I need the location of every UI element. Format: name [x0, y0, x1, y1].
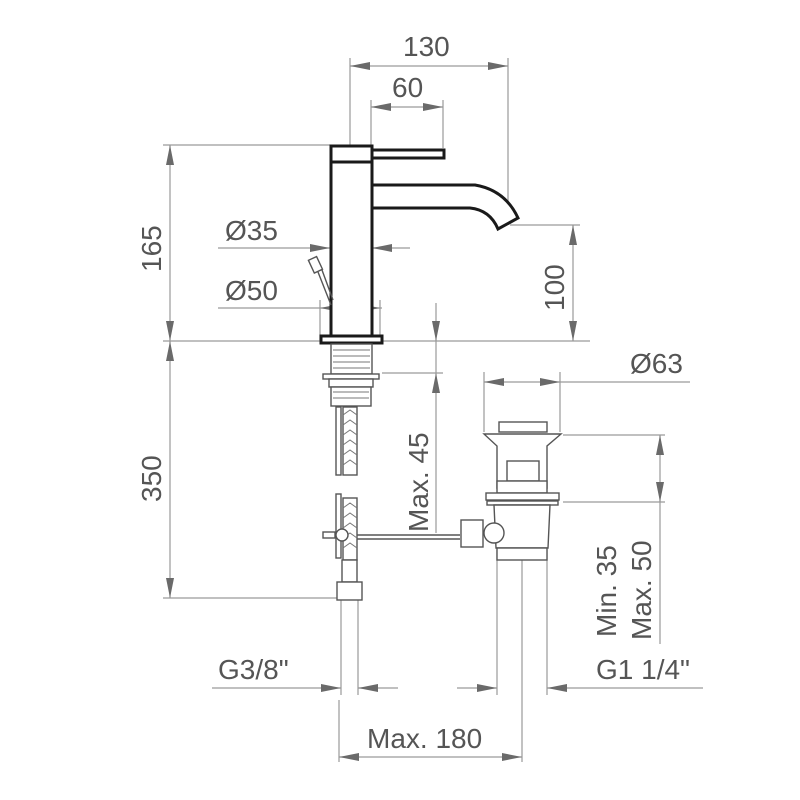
- faucet-body: [307, 144, 520, 345]
- shank-and-hoses: [322, 343, 460, 601]
- dim-label-max45: Max. 45: [403, 432, 434, 532]
- dim-label-100: 100: [539, 264, 570, 311]
- dim-label-max180: Max. 180: [367, 723, 483, 754]
- dim-label-dia63: Ø63: [630, 348, 683, 379]
- dim-label-dia35: Ø35: [225, 215, 278, 246]
- dim-label-max50: Max. 50: [626, 540, 657, 640]
- dim-label-165: 165: [136, 225, 167, 272]
- dim-label-60: 60: [392, 72, 424, 103]
- dim-label-min35: Min. 35: [591, 545, 622, 637]
- dim-label-g38: G3/8": [218, 654, 289, 685]
- dim-label-dia50: Ø50: [225, 275, 278, 306]
- pop-up-waste: [460, 421, 563, 561]
- dim-label-130: 130: [403, 31, 450, 62]
- dim-label-g114: G1 1/4": [596, 654, 690, 685]
- dim-label-350: 350: [136, 455, 167, 502]
